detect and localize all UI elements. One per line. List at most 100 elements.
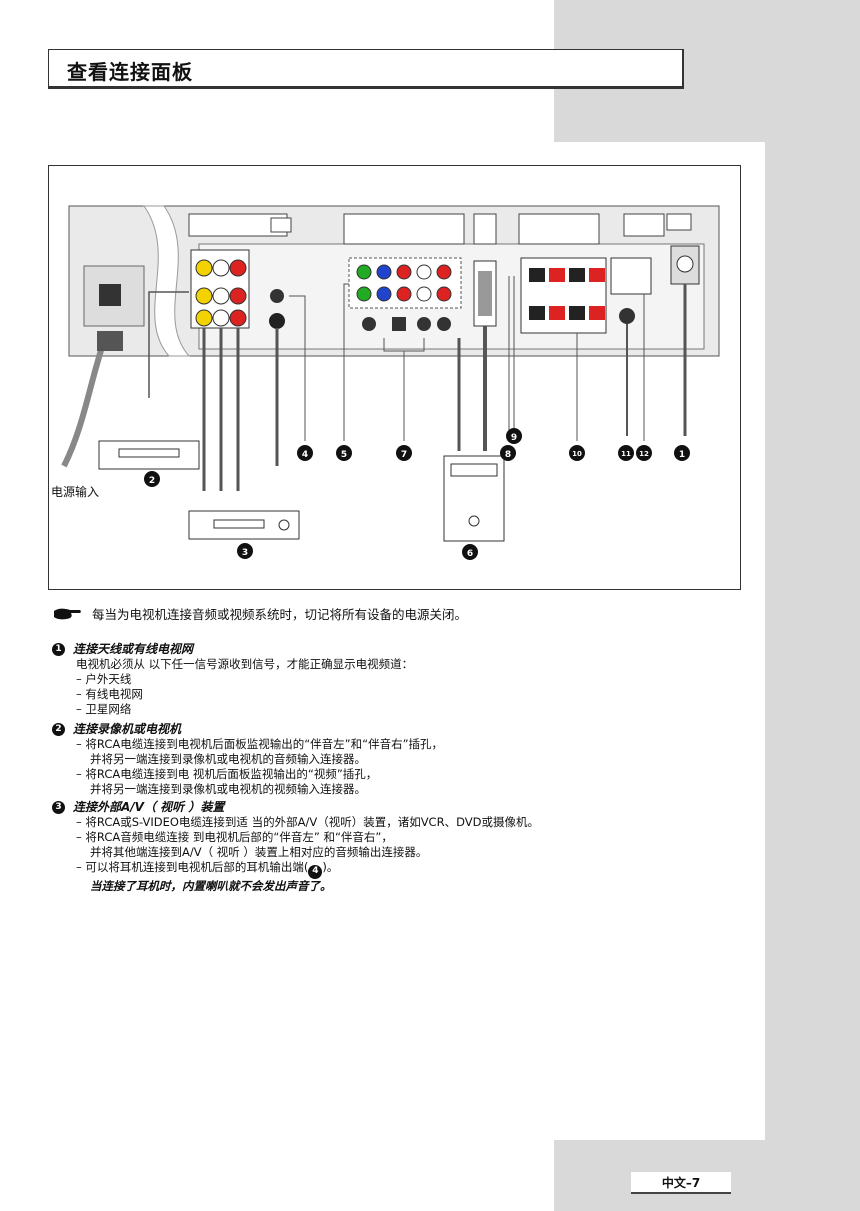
dvi-port-pins (478, 271, 492, 316)
component-pr-jack (396, 264, 412, 280)
component-pb-jack (376, 264, 392, 280)
pc-power-button (468, 515, 480, 527)
component2-pr-jack (396, 286, 412, 302)
connection-panel-diagram: 1 2 3 4 5 6 7 8 9 10 11 12 电源输入 (48, 165, 741, 590)
rear-panel-illustration: 1 2 3 4 5 6 7 8 9 10 11 12 电源输入 (51, 205, 720, 560)
gray-side-band (765, 142, 860, 1211)
callout-2-label: 2 (149, 476, 155, 486)
callout-5 (336, 445, 352, 461)
center-speaker-terminal (610, 257, 652, 295)
speaker-terminal-red-3 (549, 306, 565, 320)
pc-audio-jack (417, 317, 431, 331)
audio-l-jack-white (212, 259, 230, 277)
svideo-jack (269, 313, 285, 329)
speaker-terminal-2 (569, 268, 585, 282)
callout-9 (506, 428, 522, 444)
callout-11 (618, 445, 634, 461)
power-socket (99, 284, 121, 306)
callout-2 (144, 471, 160, 487)
component-audio-l-jack (416, 264, 432, 280)
callout-11-label: 11 (621, 450, 631, 458)
section-vcr-title: 连接录像机或电视机 (73, 722, 182, 736)
speaker-terminal-red-4 (589, 306, 605, 320)
callout-1-label: 1 (679, 450, 685, 460)
video-jack-yellow-2 (195, 287, 213, 305)
list-item: – 户外天线 (76, 672, 132, 686)
headphone-note: 当连接了耳机时，内置喇叭就不会发出声音了。 (90, 878, 332, 893)
optical-jack (392, 317, 406, 331)
callout-7 (396, 445, 412, 461)
callout-markers: 1 2 3 4 5 6 7 8 9 10 11 12 (144, 428, 690, 560)
headphone-jack (270, 289, 284, 303)
callout-8 (500, 445, 516, 461)
list-item: – 将RCA音频电缆连接 到电视机后部的“伴音左” 和“伴音右”， (76, 830, 393, 844)
component2-audio-r-jack (436, 286, 452, 302)
callout-3 (237, 543, 253, 559)
av-device (188, 510, 300, 540)
power-cord (61, 340, 107, 468)
leader-4 (289, 295, 306, 441)
audio-l-jack-white-2 (212, 287, 230, 305)
subwoofer-jack (619, 308, 635, 324)
speaker-terminal-3 (529, 306, 545, 320)
page-title: 查看连接面板 (67, 60, 193, 84)
callout-8-label: 8 (505, 450, 511, 460)
leader-5 (343, 283, 349, 441)
speaker-terminal-4 (569, 306, 585, 320)
callout-10 (569, 445, 585, 461)
callout-4 (297, 445, 313, 461)
panel-curve (143, 205, 191, 357)
component2-pb-jack (376, 286, 392, 302)
callout-6 (462, 544, 478, 560)
component2-audio-l-jack (416, 286, 432, 302)
av-device-slot (213, 519, 265, 529)
audio-r-jack-red (229, 259, 247, 277)
page-number-box: 中文–7 (631, 1172, 731, 1194)
pc-device (443, 455, 505, 542)
component-y-jack (356, 264, 372, 280)
component-in-label (343, 213, 465, 245)
title-box: 查看连接面板 (48, 49, 684, 89)
callout-10-label: 10 (572, 450, 582, 458)
callout-12 (636, 445, 652, 461)
center-speaker-label (623, 213, 665, 237)
list-item: 并将另一端连接到录像机或电视机的视频输入连接器。 (90, 782, 366, 796)
vcr-device (98, 440, 200, 470)
section-antenna: 1 连接天线或有线电视网 电视机必须从 以下任一信号源收到信号，才能正确显示电视… (52, 642, 414, 717)
headphone-line-end: )。 (322, 860, 339, 874)
list-item: – 可以将耳机连接到电视机后部的耳机输出端(4)。 (76, 860, 539, 879)
section-antenna-title: 连接天线或有线电视网 (73, 642, 194, 656)
headphone-label (270, 217, 292, 233)
component2-y-jack (356, 286, 372, 302)
audio-l-jack-white-3 (212, 309, 230, 327)
list-item: 并将其他端连接到A/V（ 视听 ）装置上相对应的音频输出连接器。 (90, 845, 428, 859)
callout-4-label: 4 (302, 450, 308, 460)
callout-1 (674, 445, 690, 461)
list-item: – 有线电视网 (76, 687, 143, 701)
antenna-jack (676, 255, 694, 273)
video-jack-yellow (195, 259, 213, 277)
component-audio-r-jack (436, 264, 452, 280)
list-item: 并将另一端连接到录像机或电视机的音频输入连接器。 (90, 752, 366, 766)
power-input-label: 电源输入 (51, 484, 99, 499)
section-av: 3 连接外部A/V（ 视听 ）装置 – 将RCA或S-VIDEO电缆连接到适 当… (52, 800, 539, 894)
list-item: – 将RCA电缆连接到电视机后面板监视输出的“伴音左”和“伴音右”插孔， (76, 737, 444, 751)
list-item: – 卫星网络 (76, 702, 132, 716)
pointing-hand-icon (54, 608, 81, 619)
safety-note-text: 每当为电视机连接音频或视频系统时，切记将所有设备的电源关闭。 (92, 607, 468, 622)
section-3-number-icon: 3 (52, 801, 65, 814)
speaker-terminal-red (549, 268, 565, 282)
speaker-out-label (518, 213, 600, 245)
list-item: – 将RCA或S-VIDEO电缆连接到适 当的外部A/V（视听）装置，诸如VCR… (76, 815, 539, 829)
safety-note: 每当为电视机连接音频或视频系统时，切记将所有设备的电源关闭。 (52, 604, 467, 623)
section-av-heading: 3 连接外部A/V（ 视听 ）装置 (52, 800, 539, 815)
section-antenna-intro: 电视机必须从 以下任一信号源收到信号，才能正确显示电视频道： (76, 657, 414, 671)
callout-9-label: 9 (511, 433, 517, 443)
av-device-knob (278, 519, 290, 531)
headphone-line-text: – 可以将耳机连接到电视机后部的耳机输出端( (76, 860, 309, 874)
callout-6-label: 6 (467, 549, 473, 559)
callout-3-label: 3 (242, 548, 248, 558)
callout-12-label: 12 (639, 450, 649, 458)
section-vcr-heading: 2 连接录像机或电视机 (52, 722, 443, 737)
section-antenna-heading: 1 连接天线或有线电视网 (52, 642, 413, 657)
